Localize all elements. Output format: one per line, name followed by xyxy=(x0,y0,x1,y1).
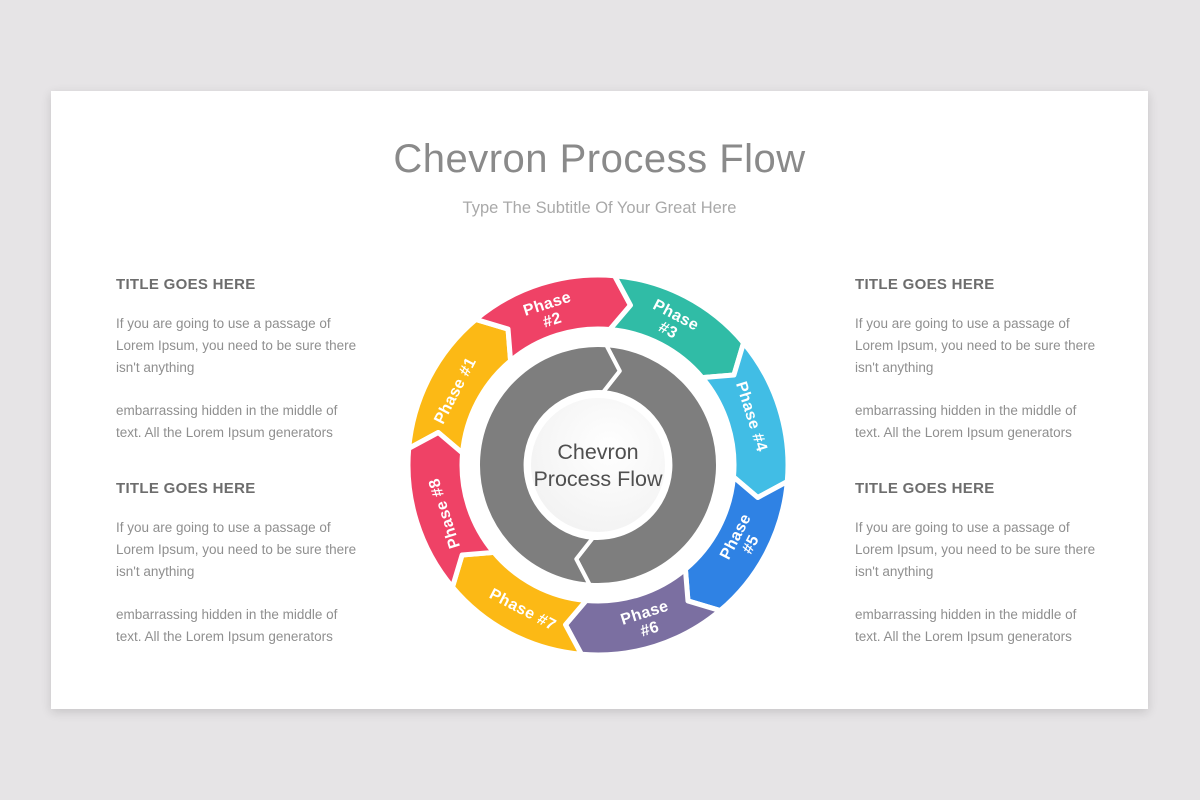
phase-segment-8 xyxy=(405,430,497,590)
center-circle xyxy=(527,394,669,536)
text-block-paragraph: If you are going to use a passage of Lor… xyxy=(855,520,1096,579)
text-block-right-bottom: TITLE GOES HERE If you are going to use … xyxy=(855,479,1105,669)
inner-ring-half-2 xyxy=(476,343,622,587)
text-block-heading: TITLE GOES HERE xyxy=(116,276,256,293)
text-block-paragraph: If you are going to use a passage of Lor… xyxy=(116,520,357,579)
text-block-paragraph: embarrassing hidden in the middle of tex… xyxy=(855,607,1077,644)
text-block-heading: TITLE GOES HERE xyxy=(855,276,995,293)
slide: Chevron Process Flow Type The Subtitle O… xyxy=(51,91,1148,709)
text-block-left-bottom: TITLE GOES HERE If you are going to use … xyxy=(116,479,366,669)
text-block-paragraph: If you are going to use a passage of Lor… xyxy=(855,316,1096,375)
page-subtitle: Type The Subtitle Of Your Great Here xyxy=(462,199,737,217)
text-block-left-top: TITLE GOES HERE If you are going to use … xyxy=(116,275,366,465)
text-block-right-top: TITLE GOES HERE If you are going to use … xyxy=(855,275,1105,465)
text-block-paragraph: embarrassing hidden in the middle of tex… xyxy=(116,607,338,644)
text-block-heading: TITLE GOES HERE xyxy=(116,480,256,497)
inner-ring-half-1 xyxy=(574,343,720,587)
page-title: Chevron Process Flow xyxy=(393,137,806,181)
text-block-paragraph: If you are going to use a passage of Lor… xyxy=(116,316,357,375)
text-block-paragraph: embarrassing hidden in the middle of tex… xyxy=(116,403,338,440)
text-block-heading: TITLE GOES HERE xyxy=(855,480,995,497)
text-block-paragraph: embarrassing hidden in the middle of tex… xyxy=(855,403,1077,440)
